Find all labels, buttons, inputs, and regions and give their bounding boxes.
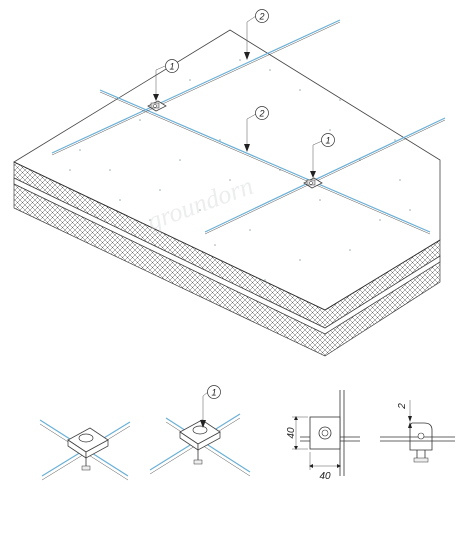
rod-upper-long bbox=[51, 19, 341, 154]
detail-clamp-view-1 bbox=[39, 419, 131, 481]
callout-detail-clamp: 1 bbox=[200, 385, 221, 428]
callout-left-clamp: 1 bbox=[153, 59, 179, 101]
callout-right-clamp-label: 1 bbox=[325, 136, 330, 146]
slab-layer-lower bbox=[13, 183, 441, 357]
floor-slab: groundorn bbox=[13, 19, 446, 357]
conductor-rods bbox=[51, 19, 446, 235]
callout-left-clamp-label: 1 bbox=[169, 62, 174, 72]
dimension-thickness-label: 2 bbox=[397, 403, 408, 410]
detail-top-view: 40 40 bbox=[286, 390, 360, 482]
callout-middle-rod: 2 bbox=[244, 106, 269, 152]
dimension-width-label: 40 bbox=[319, 471, 331, 482]
clamp-right bbox=[303, 177, 323, 189]
callout-detail-clamp-label: 1 bbox=[211, 388, 216, 398]
callout-top-rod-label: 2 bbox=[258, 12, 264, 22]
rod-lower-long bbox=[204, 117, 446, 233]
callout-middle-rod-label: 2 bbox=[258, 109, 264, 119]
callout-right-clamp: 1 bbox=[310, 133, 335, 178]
detail-clamp-view-2 bbox=[149, 413, 251, 477]
dimension-height-label: 40 bbox=[286, 427, 297, 439]
concrete-texture bbox=[69, 59, 411, 281]
detail-side-view: 2 bbox=[380, 400, 455, 463]
callout-top-rod: 2 bbox=[244, 9, 269, 60]
rod-cross-left bbox=[99, 89, 431, 233]
clamp-left bbox=[147, 100, 167, 112]
